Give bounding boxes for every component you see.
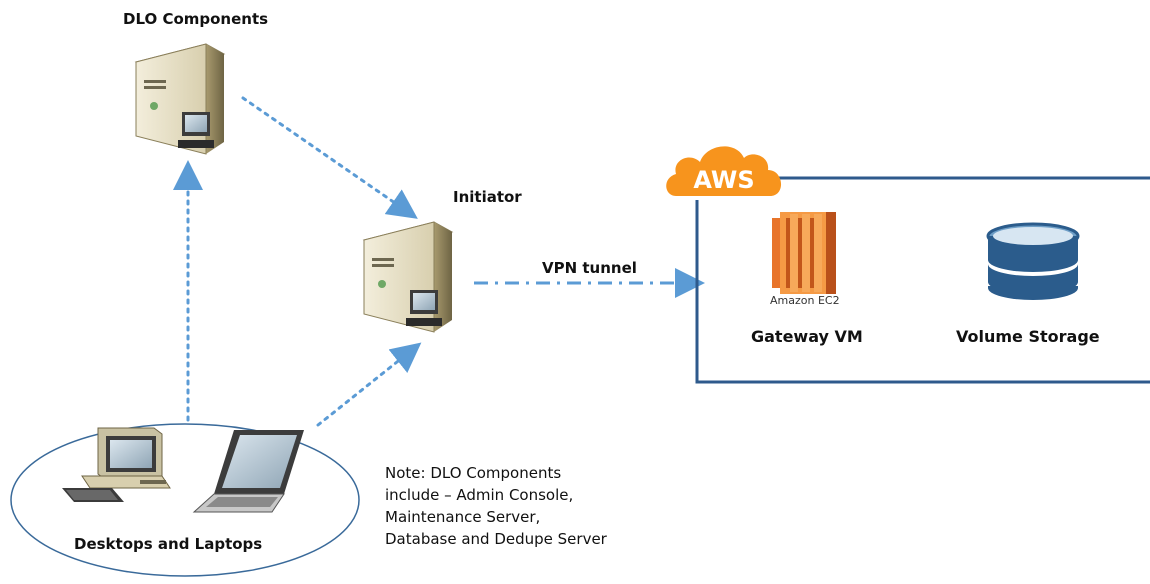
vpn-tunnel-label: VPN tunnel [542, 259, 637, 277]
gateway-vm-label: Gateway VM [751, 327, 863, 346]
desktops-laptops-label: Desktops and Laptops [74, 535, 263, 553]
desktop-icon [62, 427, 171, 502]
volume-storage-icon [986, 222, 1080, 300]
arrow-dlo-to-initiator [241, 96, 418, 219]
note-line-4: Database and Dedupe Server [385, 530, 607, 548]
desktops-laptops-group [10, 423, 360, 577]
dlo-server-icon [134, 43, 226, 155]
amazon-ec2-caption: Amazon EC2 [770, 294, 840, 307]
note-line-2: include – Admin Console, [385, 486, 574, 504]
initiator-label: Initiator [453, 188, 522, 206]
aws-cloud-icon: AWS [666, 146, 782, 196]
laptop-icon [192, 430, 304, 513]
amazon-ec2-icon [772, 212, 836, 294]
note-line-3: Maintenance Server, [385, 508, 541, 526]
arrow-desktops-to-initiator [316, 342, 422, 427]
aws-label: AWS [693, 166, 754, 194]
dlo-components-label: DLO Components [123, 10, 269, 28]
volume-storage-label: Volume Storage [956, 327, 1100, 346]
initiator-server-icon [362, 221, 454, 333]
aws-region-box [695, 176, 1150, 384]
note-text: Note: DLO Components include – Admin Con… [385, 462, 607, 550]
note-line-1: Note: DLO Components [385, 464, 562, 482]
